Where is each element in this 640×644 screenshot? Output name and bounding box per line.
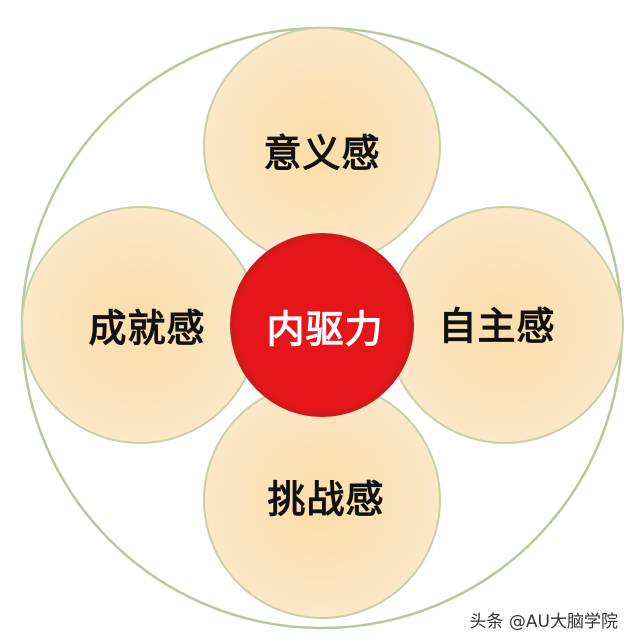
watermark: 头条 @AU大脑学院 [469, 612, 618, 632]
petal-bottom-label: 挑战感 [267, 477, 385, 522]
petal-left-label: 成就感 [88, 306, 206, 351]
center-label: 内驱力 [266, 307, 384, 352]
center-circle [230, 233, 414, 417]
petal-top-label: 意义感 [263, 131, 381, 176]
petal-right-label: 自主感 [438, 304, 556, 349]
